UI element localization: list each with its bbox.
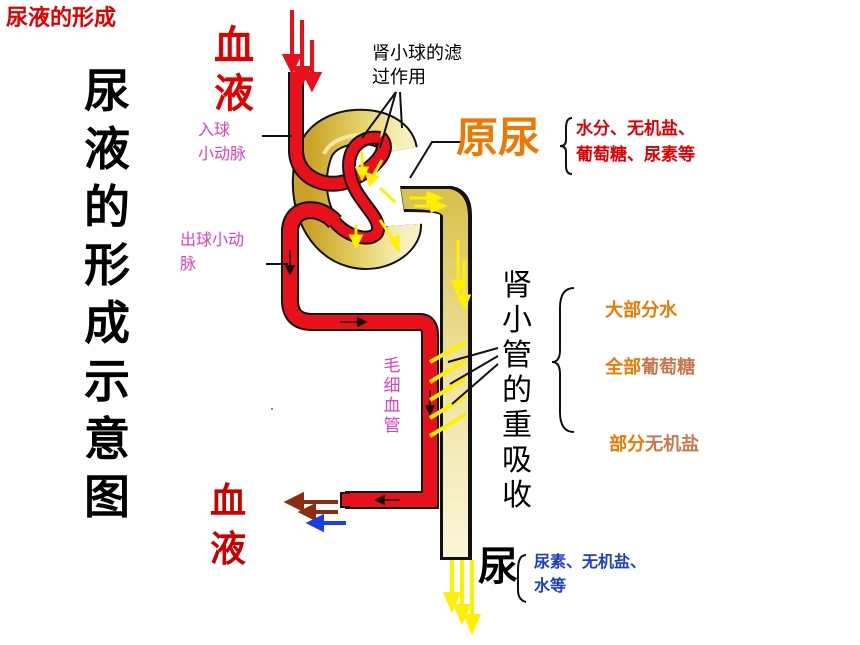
tubule-reabsorption-title: 肾小管的重吸收 — [502, 268, 532, 513]
reabsorption-arrows — [428, 340, 468, 438]
reabsorption-item-rest: 无机盐 — [645, 433, 700, 455]
urine-components: 尿素、无机盐、 水等 — [534, 552, 647, 595]
urine-outflow-arrows — [442, 560, 482, 636]
urine-title: 尿 — [478, 544, 518, 590]
blood-out-label: 血液 — [209, 481, 246, 570]
reabsorption-item-rest: 葡萄糖 — [641, 356, 696, 378]
efferent-arteriole-label: 出球小动 脉 — [180, 230, 245, 273]
reabsorption-item-lead: 部分 — [609, 433, 646, 455]
main-title: 尿液的形成示意图 — [84, 64, 130, 524]
reabsorption-item-salts: 部分无机盐 — [584, 414, 699, 476]
tubule-flow-arrows — [410, 190, 472, 312]
header-label: 尿液的形成 — [6, 6, 117, 31]
reabsorption-item-lead: 全部 — [605, 356, 642, 378]
primary-urine-components: 水分、无机盐、 葡萄糖、尿素等 — [576, 119, 695, 165]
leader-lines — [262, 91, 575, 603]
reabsorption-item-water: 大部分水 — [580, 280, 677, 342]
blood-outflow-arrows — [283, 491, 346, 533]
glomerulus-filtration-label: 肾小球的滤 过作用 — [372, 43, 462, 88]
reabsorption-item-glucose: 全部葡萄糖 — [580, 337, 695, 399]
filtration-arrows — [348, 152, 400, 253]
vessel-flow-arrows — [284, 250, 436, 506]
reabsorption-item-lead: 大部分 — [605, 299, 660, 321]
blood-in-label: 血液 — [214, 23, 254, 117]
blood-inflow-arrows — [281, 10, 323, 93]
afferent-arteriole-label: 入球 小动脉 — [198, 120, 247, 163]
primary-urine-title: 原尿 — [456, 113, 541, 162]
capillary-label: 毛细血管 — [383, 356, 401, 436]
blood-vessel — [281, 72, 439, 509]
reabsorption-item-rest: 水 — [659, 299, 678, 321]
